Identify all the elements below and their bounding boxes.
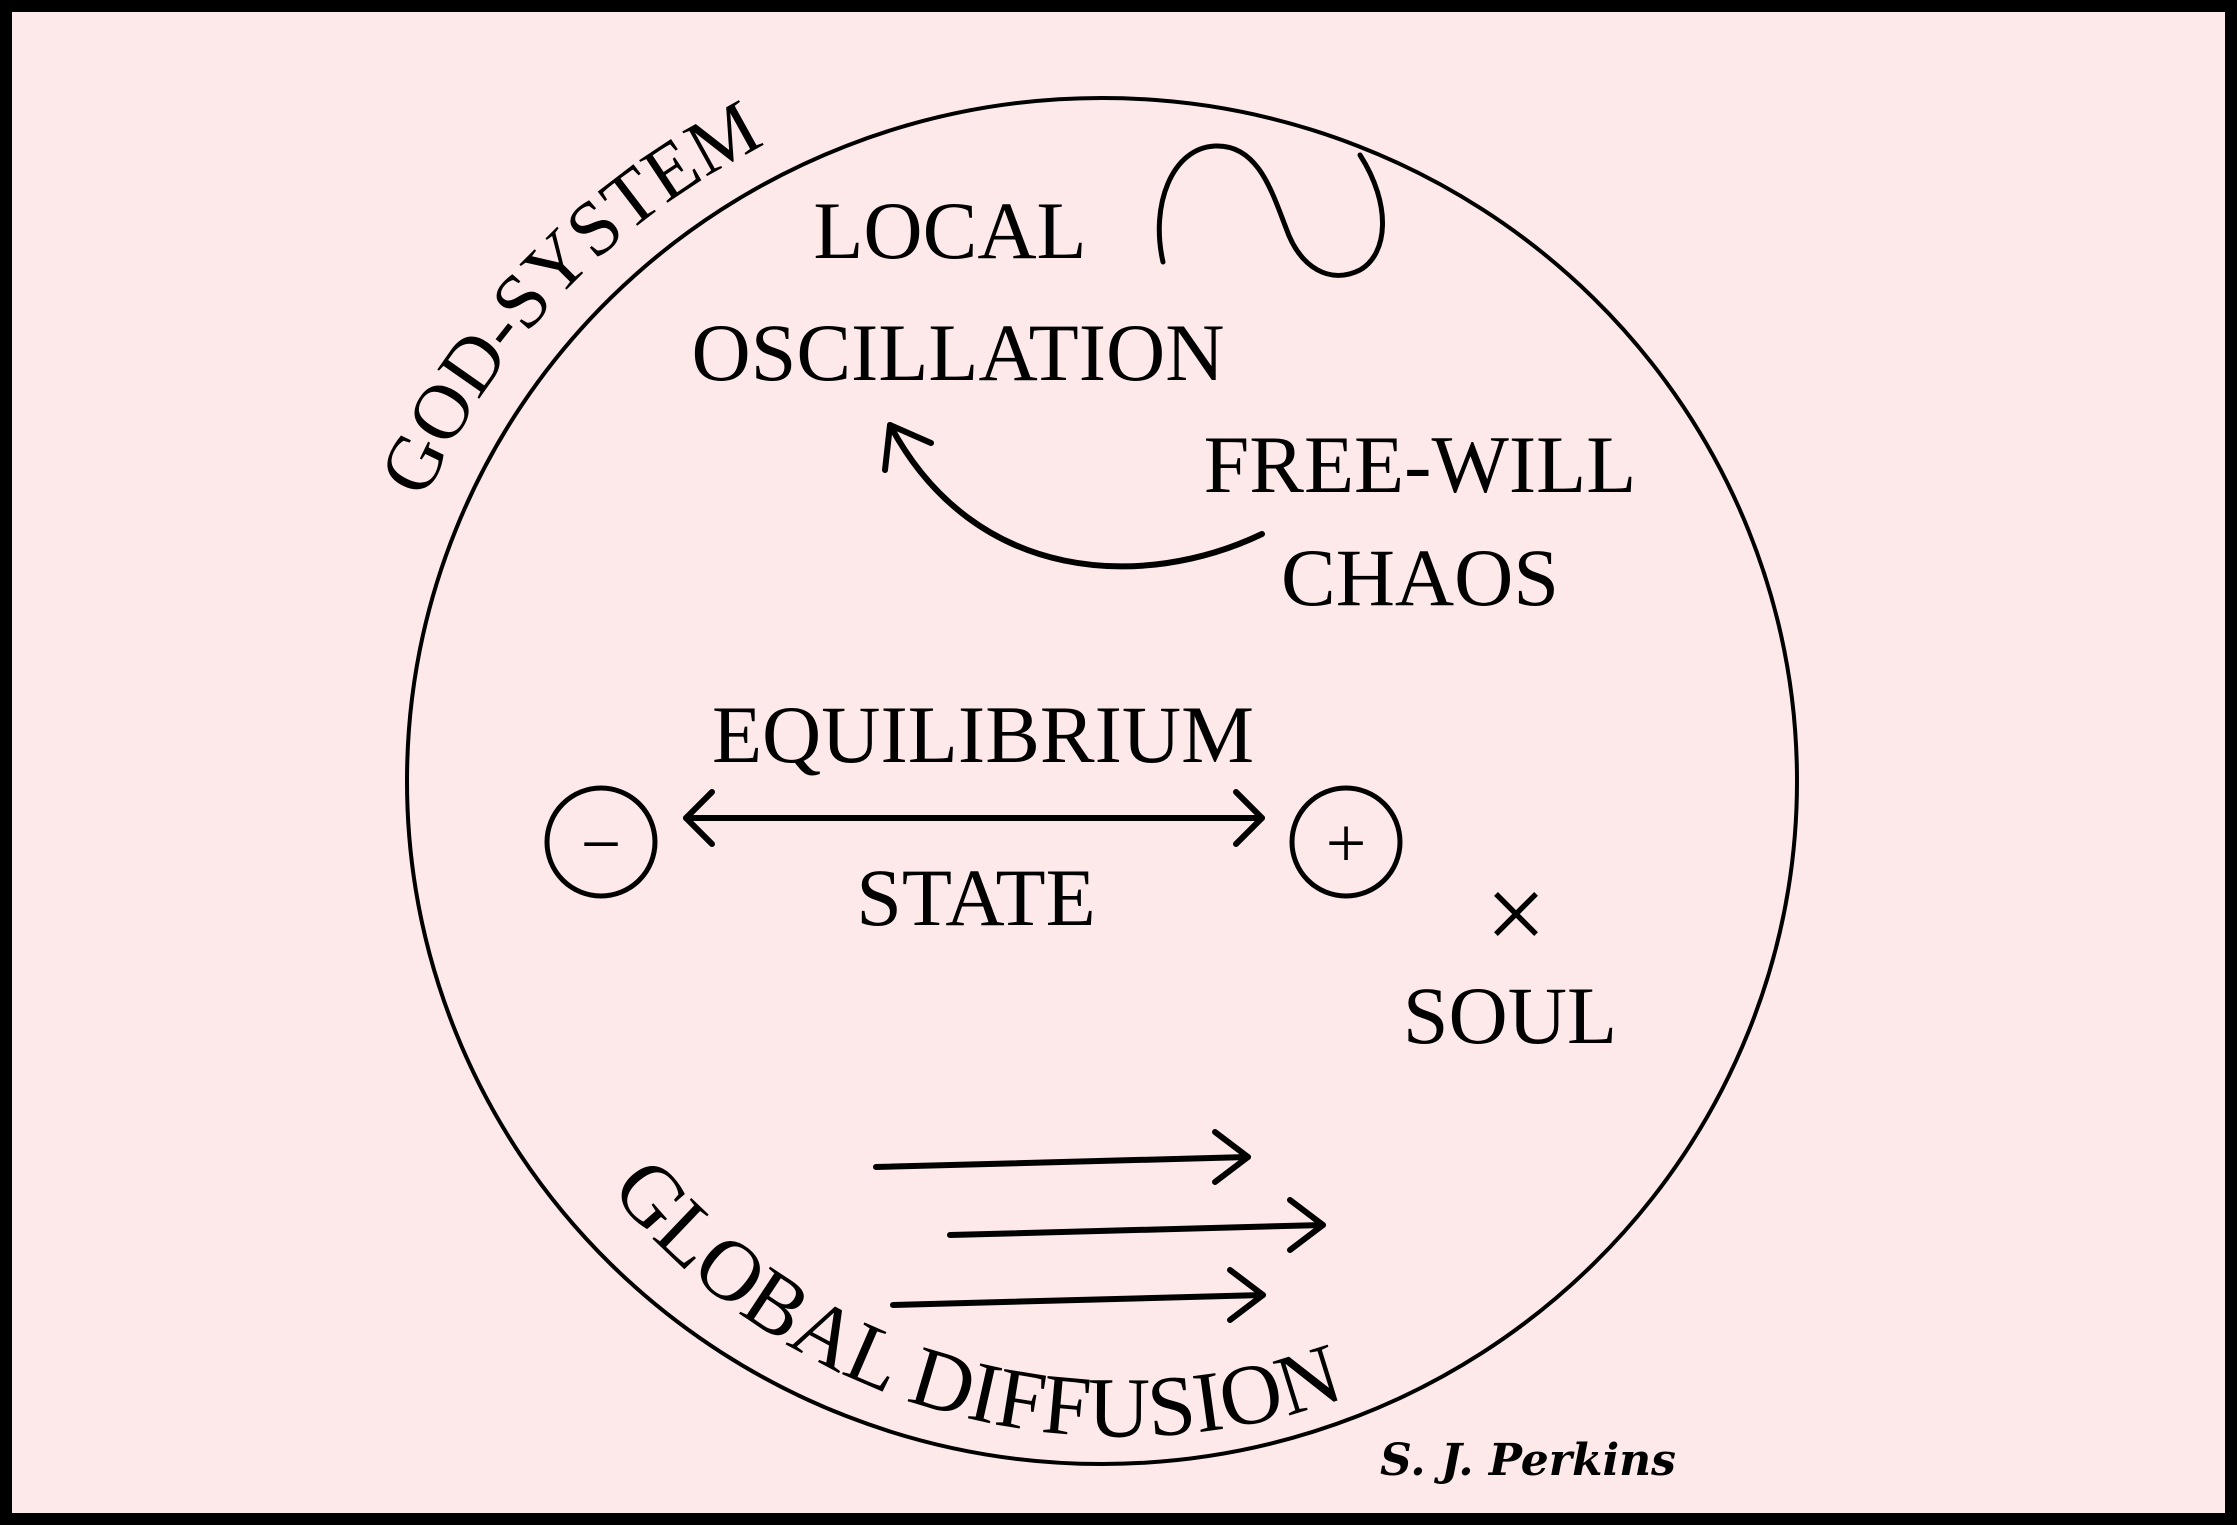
curved-arrow-icon bbox=[882, 422, 1265, 570]
label-equilibrium: EQUILIBRIUM bbox=[712, 689, 1254, 780]
svg-text:−: − bbox=[581, 804, 622, 884]
minus-circle-icon: − bbox=[544, 785, 658, 899]
label-soul: SOUL bbox=[1403, 970, 1617, 1061]
double-headed-arrow-icon bbox=[683, 789, 1265, 847]
label-local: LOCAL bbox=[813, 185, 1086, 276]
label-chaos: CHAOS bbox=[1281, 532, 1559, 623]
soul-marker: × bbox=[1486, 855, 1547, 974]
oscillation-wave-icon bbox=[1156, 143, 1385, 278]
label-free-will: FREE-WILL bbox=[1204, 419, 1637, 510]
label-state: STATE bbox=[856, 852, 1095, 943]
label-oscillation: OSCILLATION bbox=[692, 307, 1225, 398]
svg-text:+: + bbox=[1326, 803, 1367, 883]
parallel-arrows-icon bbox=[873, 1129, 1326, 1323]
god-system-circle bbox=[405, 96, 1799, 1466]
plus-circle-icon: + bbox=[1289, 785, 1403, 899]
artist-signature: S. J. Perkins bbox=[1380, 1435, 1676, 1486]
